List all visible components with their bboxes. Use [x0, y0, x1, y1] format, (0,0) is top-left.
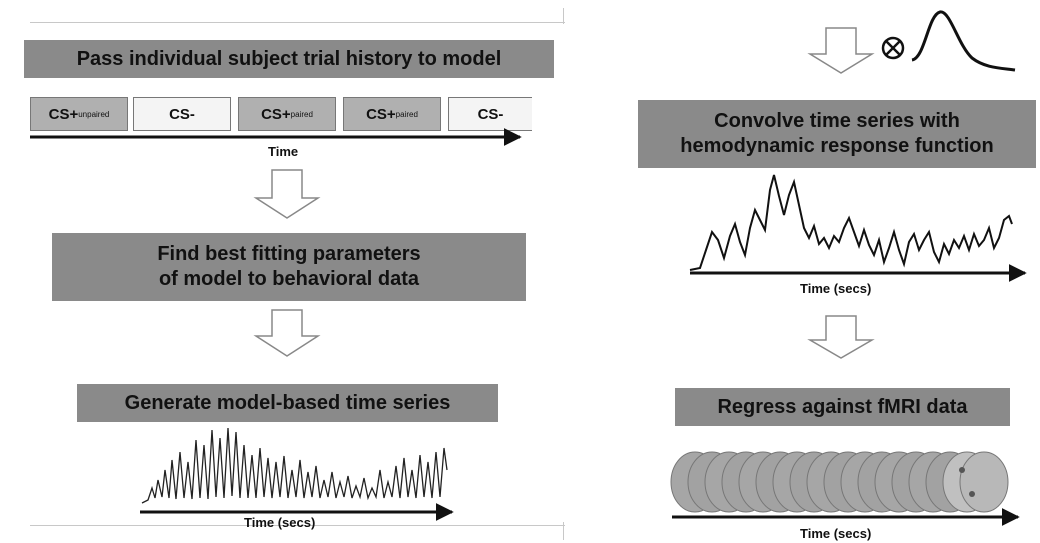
step-find-best-fit: Find best fitting parameters of model to… [52, 233, 526, 301]
trial-cs-plus-unpaired: CS+unpaired [30, 97, 128, 131]
step-pass-trial-history: Pass individual subject trial history to… [24, 40, 554, 78]
model-series-time-label: Time (secs) [244, 515, 316, 530]
trial-label: CS+ [261, 105, 291, 123]
fmri-brain-slices [670, 451, 1009, 513]
trial-label: CS+ [48, 105, 79, 123]
trial-label: CS+ [366, 105, 396, 123]
trial-cs-minus: CS- [448, 97, 532, 131]
trial-sublabel: unpaired [78, 109, 110, 119]
trial-label: CS- [477, 105, 504, 123]
time-axis-label: Time [268, 144, 299, 159]
trial-cs-minus: CS- [133, 97, 231, 131]
trial-sublabel: paired [395, 109, 418, 119]
trial-cs-plus-paired: CS+paired [238, 97, 336, 131]
right-frame-line [563, 8, 564, 24]
convolution-icon [881, 36, 905, 60]
down-arrow-icon [807, 27, 875, 74]
step-generate-time-series: Generate model-based time series [77, 384, 498, 422]
trial-sublabel: paired [290, 109, 313, 119]
step-line: Convolve time series with [714, 110, 960, 132]
model-time-series [141, 427, 448, 504]
fmri-time-label: Time (secs) [800, 526, 872, 541]
convolved-series-time-label: Time (secs) [800, 281, 872, 296]
convolved-time-series [689, 174, 1013, 271]
step-line: hemodynamic response function [680, 135, 994, 157]
down-arrow-icon [253, 309, 321, 357]
hrf-curve-icon [911, 10, 1016, 72]
down-arrow-icon [253, 169, 321, 219]
trial-cs-plus-paired: CS+paired [343, 97, 441, 131]
trial-label: CS- [169, 105, 195, 123]
top-frame-line [30, 22, 565, 23]
bottom-right-frame-line [563, 522, 564, 540]
step-convolve-hrf: Convolve time series with hemodynamic re… [638, 100, 1036, 168]
step-line: of model to behavioral data [158, 268, 420, 290]
step-line: Find best fitting parameters [157, 243, 421, 265]
down-arrow-icon [807, 315, 875, 359]
step-regress-fmri: Regress against fMRI data [675, 388, 1010, 426]
bottom-frame-line [30, 525, 565, 526]
